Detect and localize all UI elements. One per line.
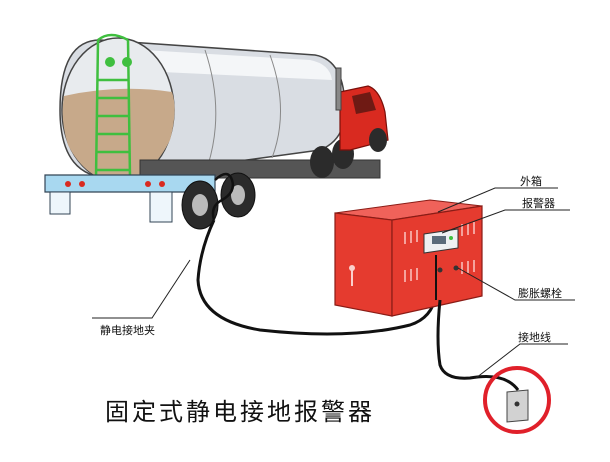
grounding-cable (196, 219, 438, 336)
tail-light (79, 181, 85, 187)
tank-rib (269, 54, 282, 159)
mid-wheel (310, 146, 334, 178)
label-alarm: 报警器 (522, 197, 555, 210)
tank-contents (62, 88, 175, 182)
label-ground-clamp: 静电接地夹 (100, 324, 155, 337)
door-handle (349, 265, 355, 271)
ground-stake (483, 366, 551, 434)
stake-terminal (514, 401, 520, 407)
alarm-display (432, 236, 446, 244)
expansion-bolt (437, 267, 443, 273)
grounding-cabinet (334, 199, 483, 317)
indicator-light (105, 57, 115, 67)
clamp-cable-coil (211, 172, 235, 221)
label-ground-wire: 接地线 (518, 331, 551, 344)
ground-highlight-circle (483, 366, 551, 434)
indicator-light (122, 57, 132, 67)
label-expansion-bolt: 膨胀螺栓 (518, 287, 562, 300)
mud-flap (149, 191, 173, 223)
label-outer-box: 外箱 (520, 175, 542, 188)
expansion-bolt (453, 265, 459, 271)
exhaust-stack (335, 67, 342, 111)
tail-light (159, 181, 165, 187)
tanker-truck-illustration (44, 33, 389, 230)
rear-wheel-hub (231, 185, 245, 205)
ground-wire (436, 299, 520, 391)
tail-light (65, 181, 71, 187)
rear-wheel-hub (192, 194, 208, 216)
front-wheel (369, 128, 387, 152)
mud-flap (49, 191, 71, 215)
alarm-led (449, 236, 453, 240)
cabinet-door (334, 212, 393, 317)
cabinet-vents (404, 222, 475, 282)
page-title: 固定式静电接地报警器 (105, 398, 375, 426)
tank-rib (204, 49, 217, 166)
leader-lines (92, 187, 575, 379)
tail-light (145, 181, 151, 187)
cab-window (352, 92, 376, 114)
